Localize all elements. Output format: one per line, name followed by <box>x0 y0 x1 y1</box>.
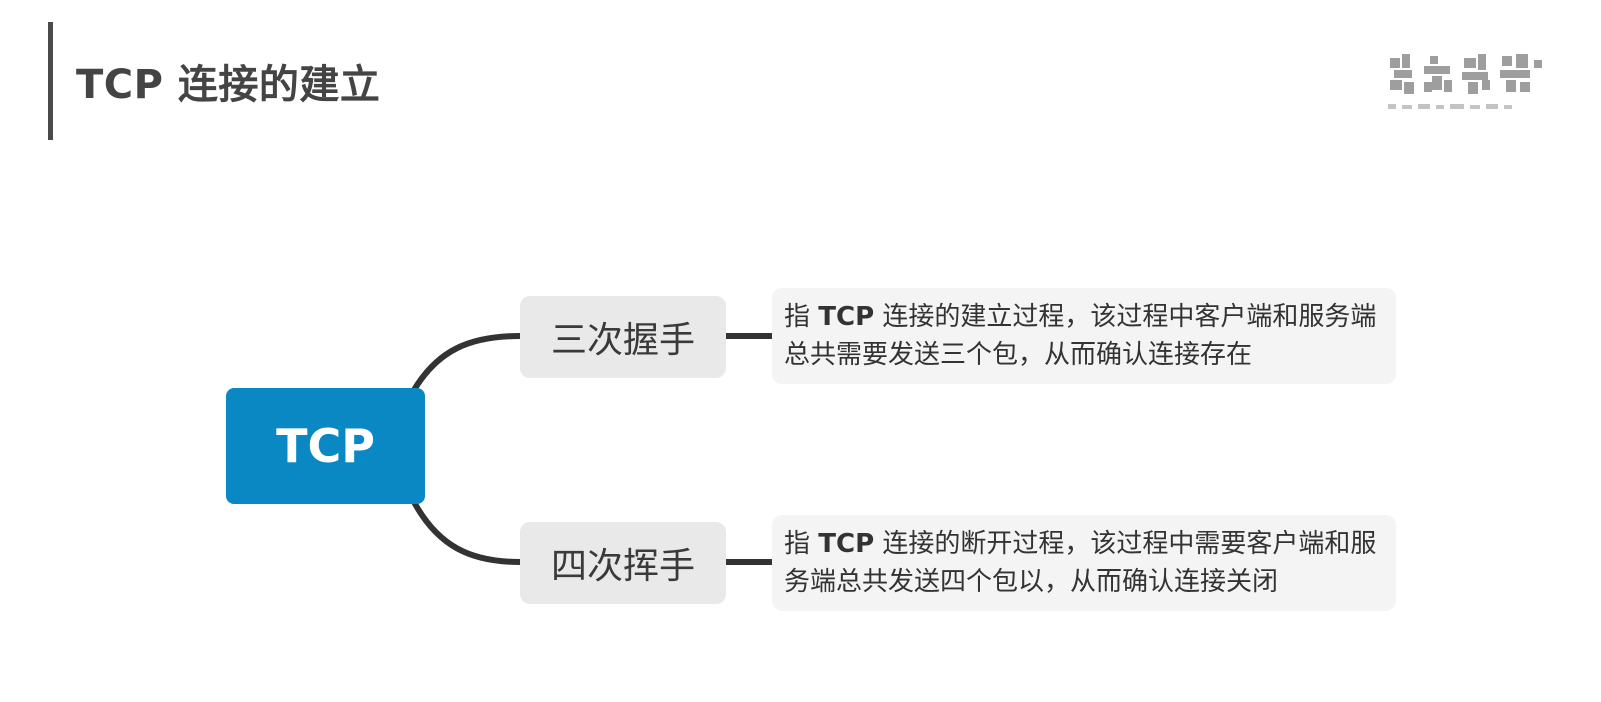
root-node-tcp[interactable]: TCP <box>226 388 425 504</box>
desc-text: 连接的建立过程，该过程中客户端和服务端总共需要发送三个包，从而确认连接存在 <box>784 302 1377 370</box>
desc-text: 连接的断开过程，该过程中需要客户端和服务端总共发送四个包以，从而确认连接关闭 <box>784 529 1377 597</box>
desc-prefix: 指 <box>784 302 819 332</box>
desc-prefix: 指 <box>784 529 819 559</box>
page-title: TCP 连接的建立 <box>76 62 381 108</box>
branch-node-label: 四次挥手 <box>550 546 695 587</box>
root-node-label: TCP <box>276 419 375 473</box>
connector-root-to-bottom <box>411 499 523 565</box>
desc-bold-tcp: TCP <box>818 302 875 332</box>
branch-node-three-way-handshake[interactable]: 三次握手 <box>520 296 726 378</box>
desc-bold-tcp: TCP <box>818 529 875 559</box>
branch-node-label: 三次握手 <box>550 320 695 361</box>
description-four-way-wave: 指 TCP 连接的断开过程，该过程中需要客户端和服务端总共发送四个包以，从而确认… <box>772 515 1396 611</box>
title-accent-bar <box>48 22 53 140</box>
brand-logo-icon <box>1388 54 1542 109</box>
connector-root-to-top <box>411 333 523 393</box>
description-three-way-handshake: 指 TCP 连接的建立过程，该过程中客户端和服务端总共需要发送三个包，从而确认连… <box>772 288 1396 384</box>
branch-node-four-way-wave[interactable]: 四次挥手 <box>520 522 726 604</box>
